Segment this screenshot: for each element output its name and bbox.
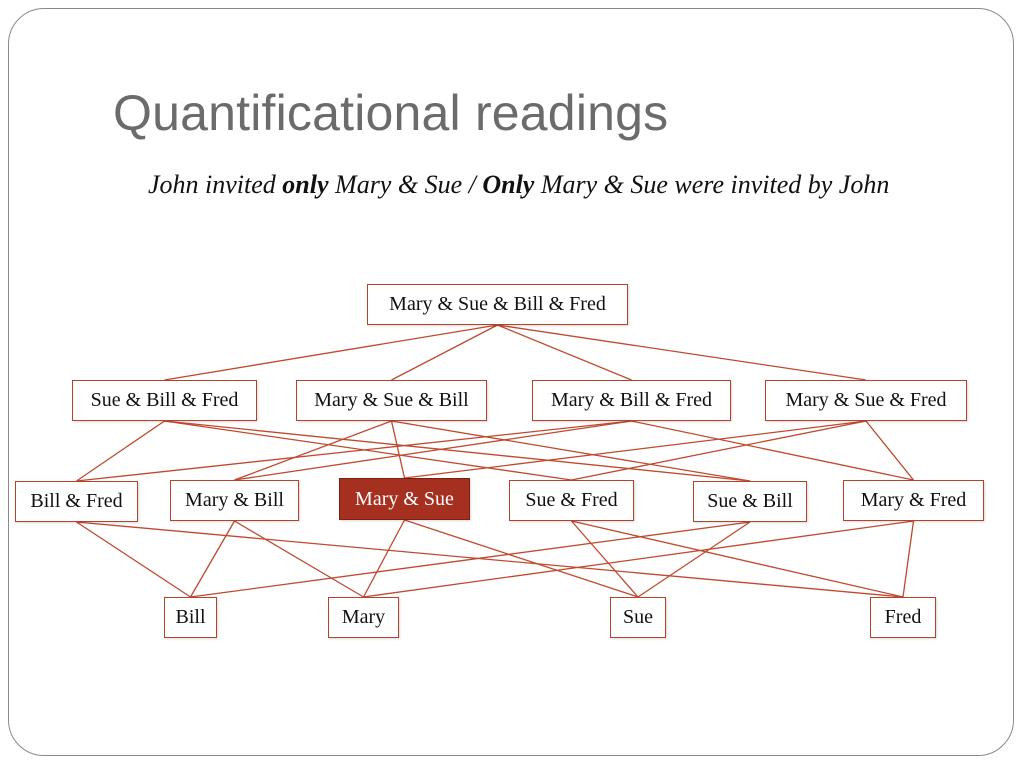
node-sue-bill-fred: Sue & Bill & Fred	[72, 380, 257, 421]
slide-title: Quantificational readings	[113, 85, 669, 141]
node-mary-sue-fred: Mary & Sue & Fred	[765, 380, 967, 421]
node-mary-sue-highlighted: Mary & Sue	[339, 478, 470, 520]
node-mary: Mary	[328, 597, 399, 638]
node-sue-fred: Sue & Fred	[509, 480, 634, 521]
node-fred: Fred	[870, 597, 936, 638]
slide-subtitle: John invited only Mary & Sue / Only Mary…	[148, 170, 889, 200]
node-mary-bill: Mary & Bill	[170, 480, 299, 521]
node-sue-bill: Sue & Bill	[693, 481, 807, 522]
node-mary-sue-bill: Mary & Sue & Bill	[296, 380, 487, 421]
node-mary-fred: Mary & Fred	[843, 480, 984, 521]
subtitle-emphasis-2: Only	[482, 170, 535, 199]
node-mary-sue-bill-fred: Mary & Sue & Bill & Fred	[367, 284, 628, 325]
subtitle-part-1: John invited	[148, 170, 283, 199]
node-bill: Bill	[164, 597, 217, 638]
subtitle-emphasis-1: only	[282, 170, 329, 199]
node-sue: Sue	[610, 597, 666, 638]
subtitle-part-3: Mary & Sue were invited by John	[534, 170, 890, 199]
subtitle-part-2: Mary & Sue /	[328, 170, 483, 199]
node-mary-bill-fred: Mary & Bill & Fred	[532, 380, 731, 421]
node-bill-fred: Bill & Fred	[15, 481, 138, 522]
